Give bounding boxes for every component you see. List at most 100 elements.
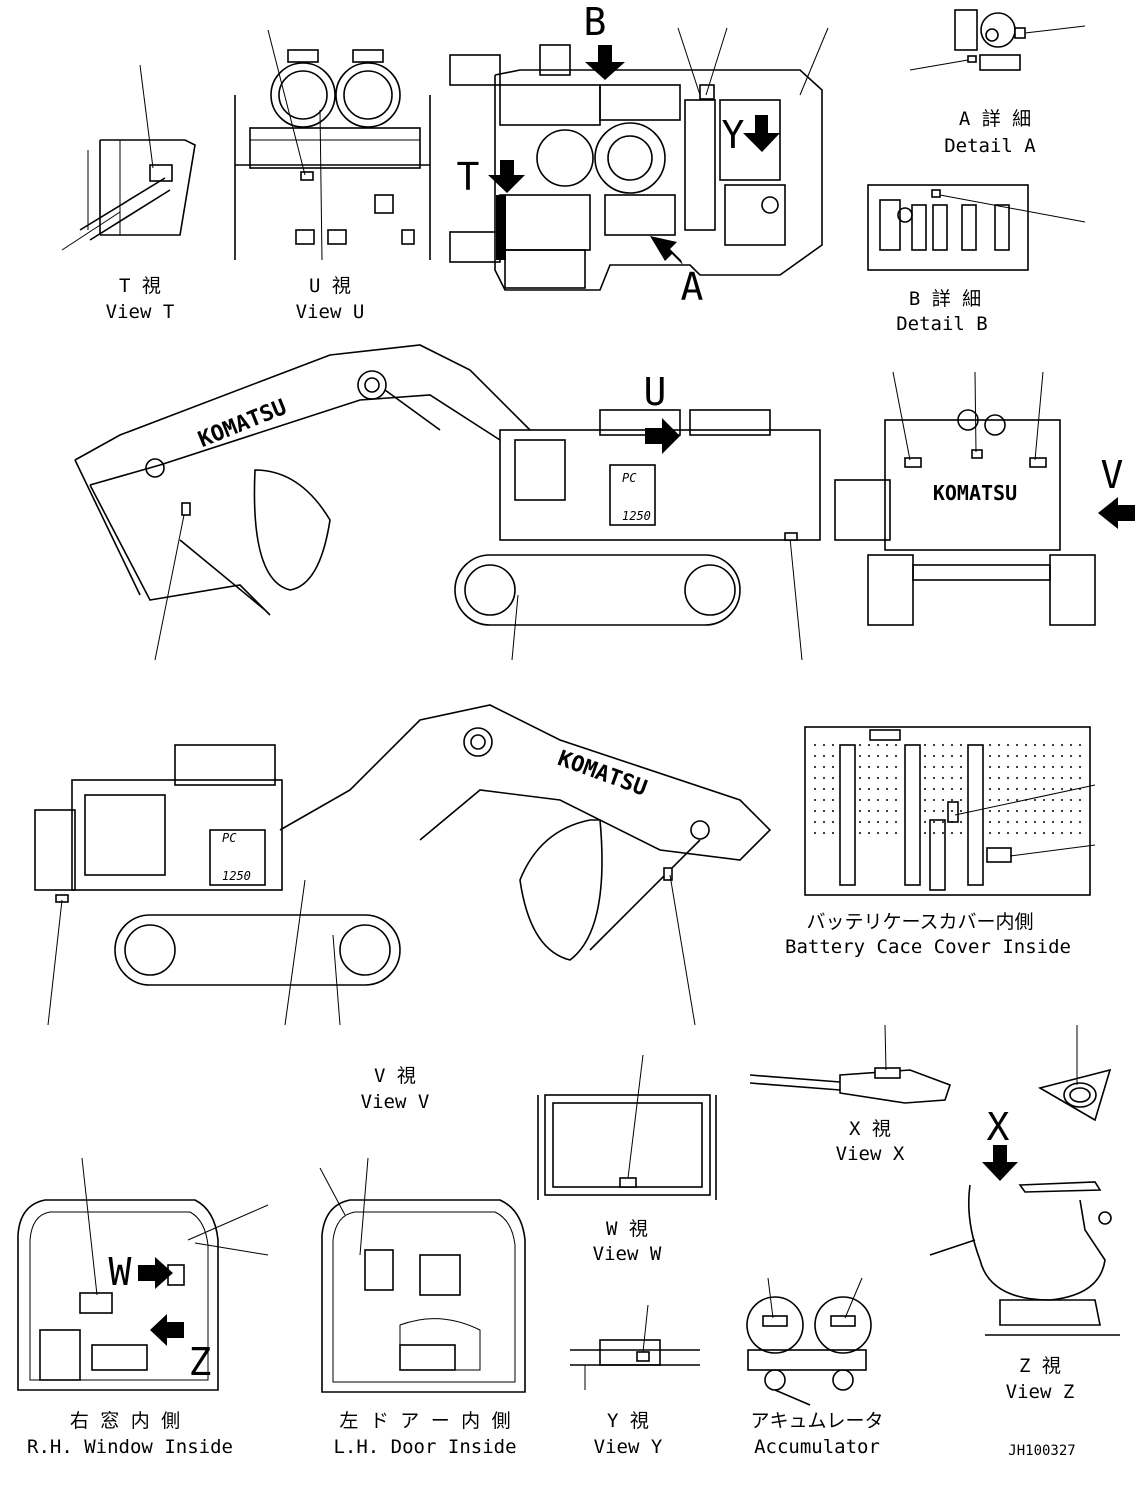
leader-line bbox=[61, 211, 121, 251]
detail-a-drawing bbox=[909, 9, 1086, 71]
view-x-caption-jp: X 視 bbox=[849, 1118, 891, 1140]
detail-b-caption-en: Detail B bbox=[896, 313, 988, 335]
arrow-z-letter: Z bbox=[189, 1340, 212, 1384]
model-badge-top: PC bbox=[622, 471, 637, 485]
label-plate bbox=[784, 532, 798, 541]
battery-caption-jp: バッテリケースカバー内側 bbox=[806, 911, 1033, 933]
accumulator-caption-en: Accumulator bbox=[754, 1436, 880, 1458]
leader-line bbox=[194, 1242, 269, 1256]
leader-line bbox=[154, 509, 186, 661]
arrow-v bbox=[1098, 497, 1135, 529]
view-w-caption-en: View W bbox=[593, 1243, 662, 1265]
leader-line bbox=[705, 27, 728, 96]
accumulator-drawing bbox=[746, 1277, 872, 1406]
leader-line bbox=[359, 1157, 369, 1256]
view-u-drawing bbox=[234, 29, 431, 261]
view-t-caption-jp: T 視 bbox=[119, 275, 161, 297]
leader-line bbox=[909, 59, 969, 71]
arrow-a-letter: A bbox=[681, 265, 704, 309]
arrow-y-letter: Y bbox=[722, 113, 745, 157]
arrow-w bbox=[138, 1257, 173, 1289]
leader-line bbox=[892, 371, 911, 461]
label-plate bbox=[830, 1315, 856, 1327]
label-plate bbox=[762, 1315, 788, 1327]
excavator-rear-view bbox=[834, 371, 1096, 626]
leader-line bbox=[799, 27, 829, 96]
arrow-y bbox=[743, 115, 780, 152]
view-z-caption-en: View Z bbox=[1006, 1381, 1075, 1403]
leader-line bbox=[332, 934, 341, 1026]
lh-door-caption-en: L.H. Door Inside bbox=[333, 1436, 516, 1458]
model-badge-number-2: 1250 bbox=[222, 869, 251, 883]
leader-line bbox=[767, 1277, 774, 1319]
detail-a-caption-en: Detail A bbox=[944, 135, 1036, 157]
label-plate bbox=[79, 1292, 113, 1314]
arrow-v-letter: V bbox=[1101, 453, 1124, 497]
view-w-drawing bbox=[537, 1054, 717, 1200]
triangle-plate-drawing bbox=[1037, 1025, 1112, 1122]
leader-line bbox=[954, 784, 1096, 816]
view-u-caption-en: View U bbox=[296, 301, 365, 323]
leader-line bbox=[1009, 844, 1096, 857]
leader-line bbox=[267, 29, 306, 176]
leader-line bbox=[789, 537, 803, 661]
leader-line bbox=[47, 899, 63, 1026]
leader-line bbox=[844, 1277, 863, 1319]
label-plate bbox=[619, 1177, 637, 1188]
excavator-side-view-2 bbox=[34, 704, 772, 1026]
detail-b-caption-jp: B 詳 細 bbox=[909, 288, 981, 310]
rh-window-caption-jp: 右 窓 内 側 bbox=[70, 1410, 180, 1432]
view-v-caption-jp: V 視 bbox=[374, 1065, 416, 1087]
view-t-caption-en: View T bbox=[106, 301, 175, 323]
komatsu-logo: KOMATSU bbox=[195, 395, 290, 453]
leader-line bbox=[884, 1024, 887, 1071]
arrow-a bbox=[650, 236, 683, 265]
view-z-drawing bbox=[929, 1181, 1120, 1336]
view-y-caption-jp: Y 視 bbox=[607, 1410, 649, 1432]
view-z-caption-jp: Z 視 bbox=[1019, 1355, 1061, 1377]
arrow-b bbox=[585, 45, 625, 80]
leader-line bbox=[319, 109, 323, 261]
leader-line bbox=[669, 874, 696, 1026]
leader-line bbox=[627, 1054, 644, 1179]
plan-view-drawing bbox=[449, 27, 829, 291]
detail-a-caption-jp: A 詳 細 bbox=[959, 108, 1031, 130]
excavator-side-view-1 bbox=[74, 344, 821, 661]
leader-line bbox=[139, 64, 154, 169]
arrow-u-letter: U bbox=[644, 370, 667, 414]
leader-line bbox=[677, 27, 701, 96]
leader-line bbox=[284, 879, 306, 1026]
view-v-caption-en: View V bbox=[361, 1091, 430, 1113]
view-t-drawing bbox=[61, 64, 196, 251]
arrow-w-letter: W bbox=[109, 1250, 132, 1294]
drawing-number: JH100327 bbox=[1008, 1443, 1075, 1459]
model-badge-top-2: PC bbox=[222, 831, 237, 845]
view-w-caption-jp: W 視 bbox=[606, 1218, 648, 1240]
view-x-caption-en: View X bbox=[836, 1143, 905, 1165]
rh-window-caption-en: R.H. Window Inside bbox=[27, 1436, 233, 1458]
view-y-caption-en: View Y bbox=[594, 1436, 663, 1458]
view-u-caption-jp: U 視 bbox=[309, 275, 351, 297]
battery-caption-en: Battery Cace Cover Inside bbox=[785, 936, 1071, 958]
label-plate bbox=[663, 867, 673, 881]
leader-line bbox=[511, 594, 519, 661]
label-plate bbox=[300, 171, 314, 181]
leader-line bbox=[1024, 25, 1086, 34]
komatsu-logo-rear: KOMATSU bbox=[933, 481, 1017, 505]
leader-line bbox=[319, 1167, 346, 1216]
label-plate bbox=[636, 1351, 650, 1362]
arrow-u bbox=[645, 418, 680, 454]
rh-window-drawing bbox=[17, 1157, 269, 1391]
label-plate bbox=[181, 502, 191, 516]
view-y-drawing bbox=[570, 1304, 700, 1390]
leader-line bbox=[187, 1204, 269, 1241]
view-x-drawing bbox=[749, 1024, 952, 1104]
lh-door-caption-jp: 左 ド ア ー 内 側 bbox=[339, 1410, 510, 1432]
detail-b-drawing bbox=[867, 184, 1086, 271]
accumulator-caption-jp: アキュムレータ bbox=[750, 1410, 883, 1432]
arrow-t-letter: T bbox=[457, 155, 480, 199]
label-plate bbox=[947, 801, 959, 823]
lh-door-drawing bbox=[319, 1157, 526, 1393]
leader-line bbox=[974, 371, 977, 453]
leader-line bbox=[642, 1304, 649, 1353]
